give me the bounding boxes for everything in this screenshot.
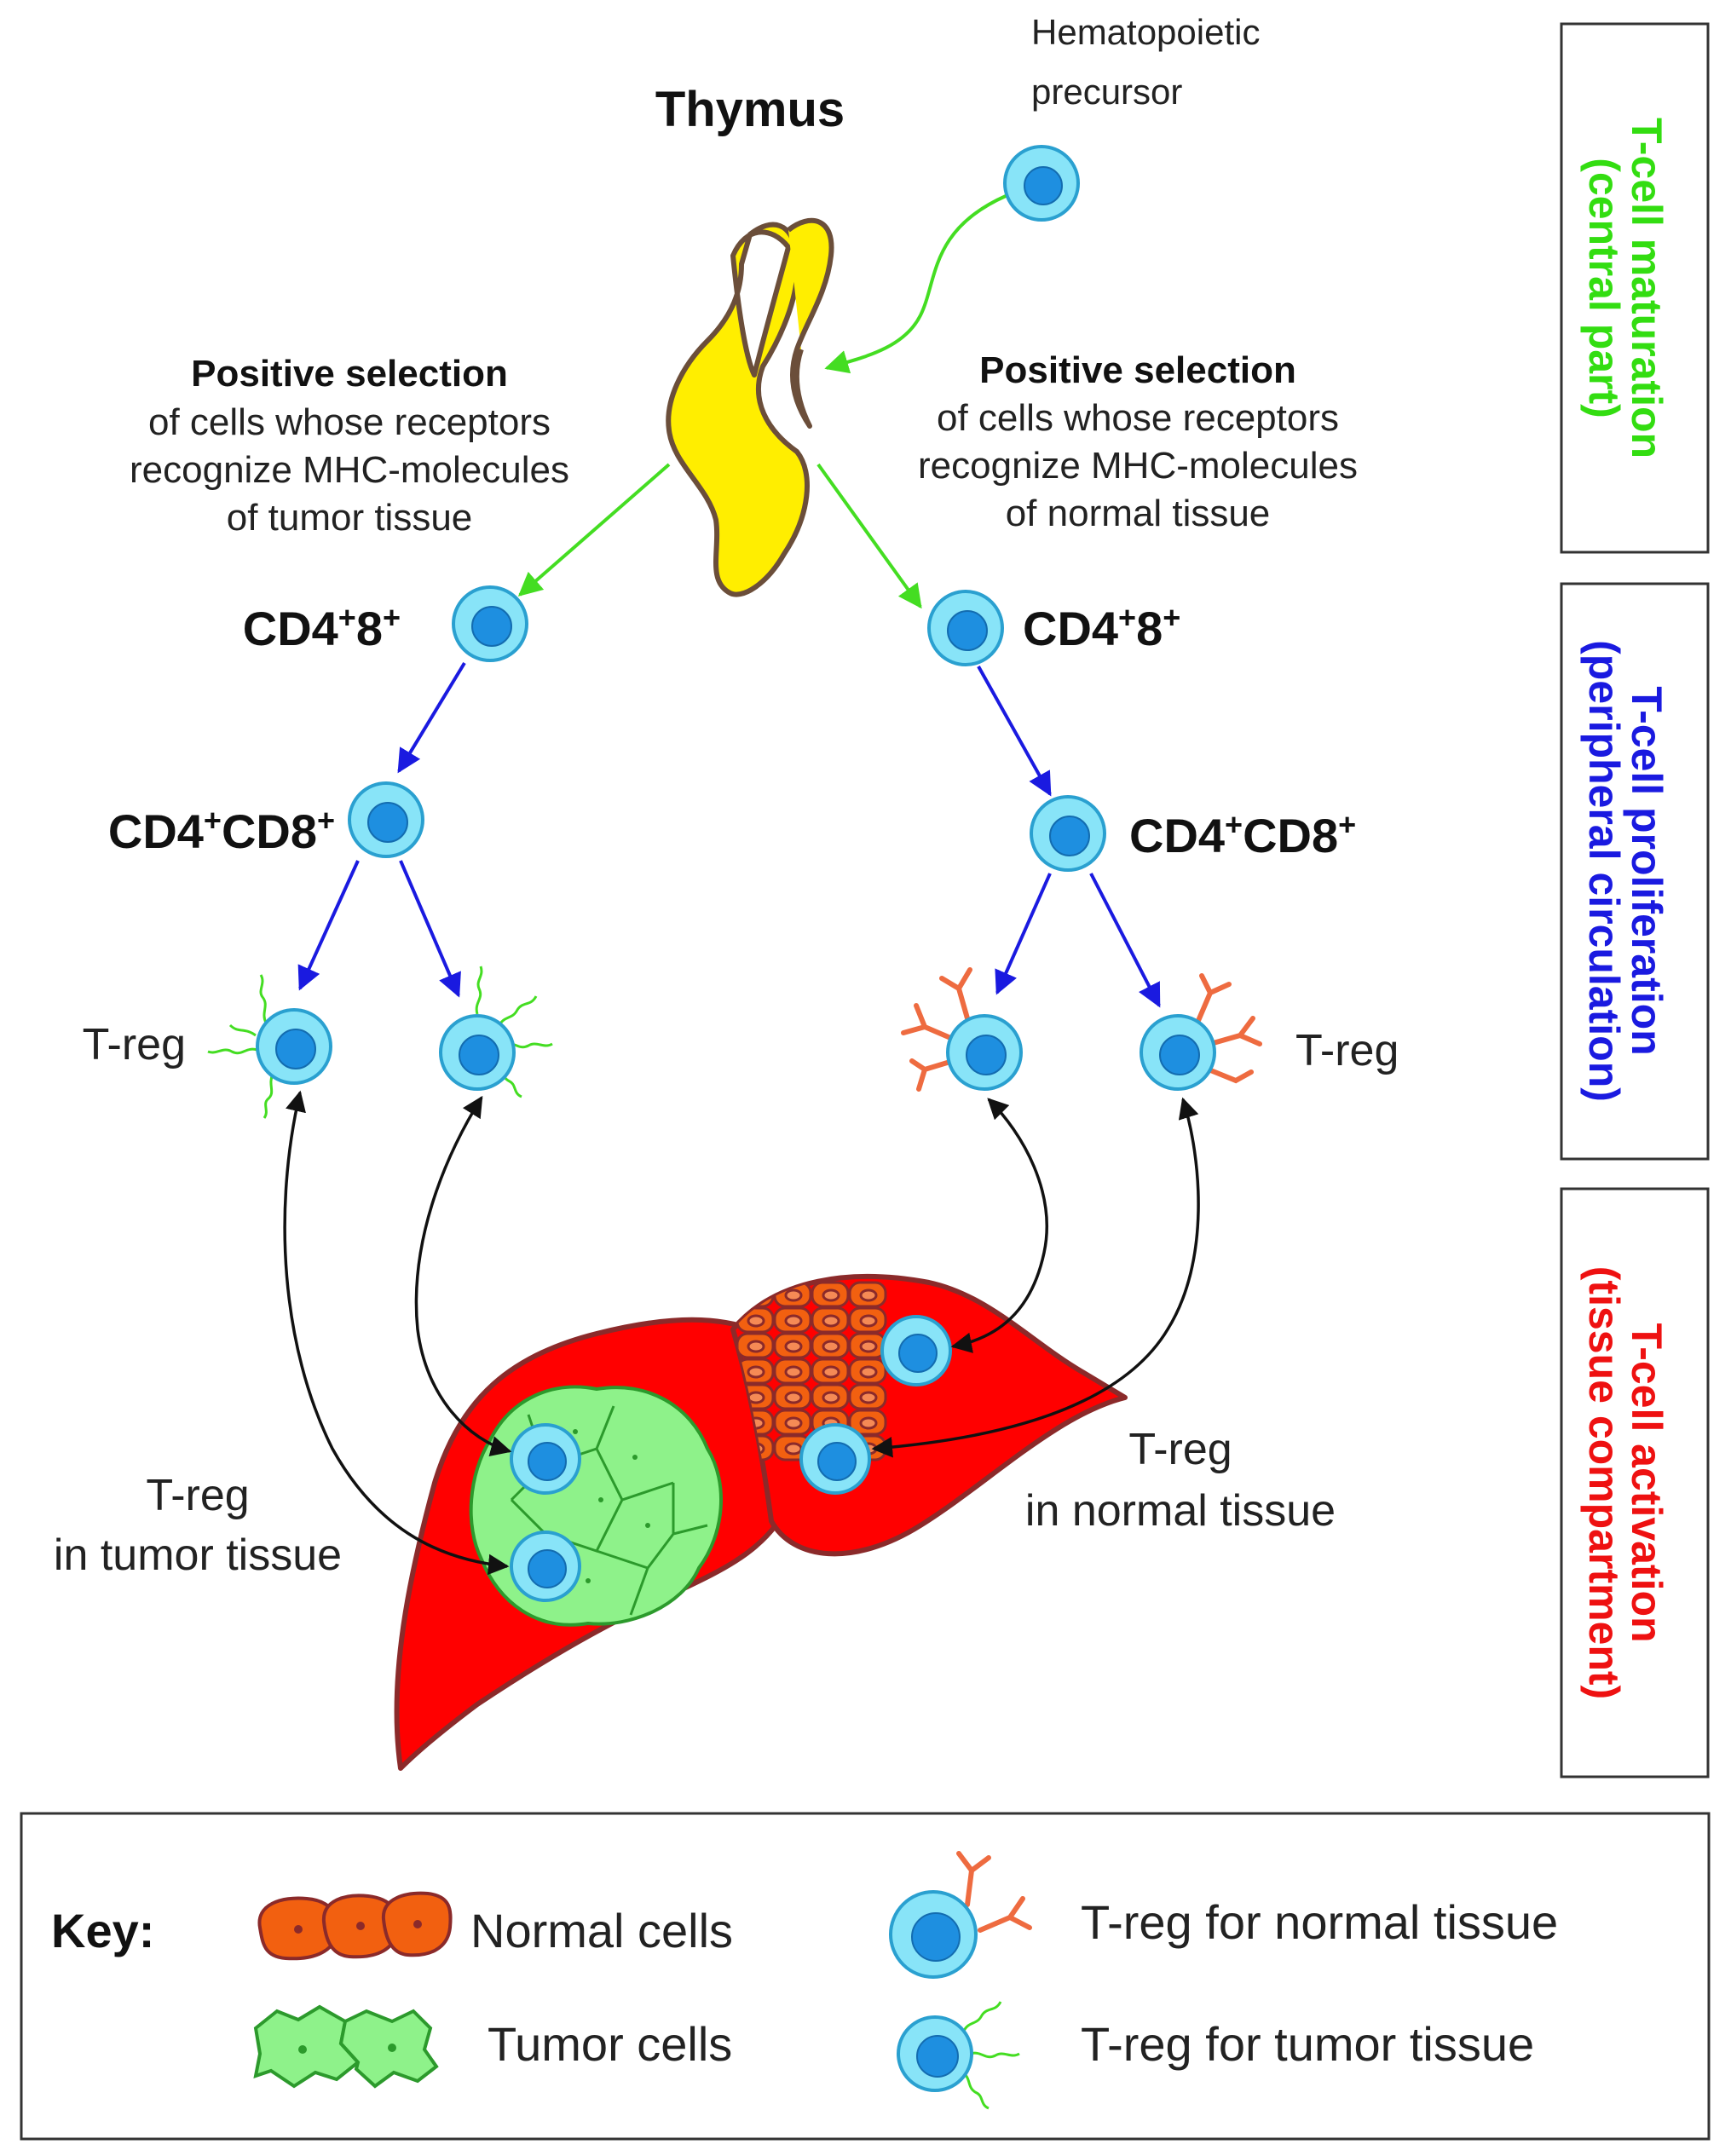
key-treg-tumor-icon xyxy=(897,2001,1020,2110)
normal-cell xyxy=(736,1281,775,1308)
migration-arrow-tumor-1 xyxy=(283,1090,510,1576)
arrow-thymus-to-dp-right xyxy=(816,463,922,609)
normal-cell-nucleus xyxy=(859,1365,878,1379)
right-selection-line3: of normal tissue xyxy=(1006,493,1271,534)
right-selection-line1: of cells whose receptors xyxy=(937,397,1339,439)
treg-tumor-label-line2: in tumor tissue xyxy=(54,1531,342,1580)
left-selection-line3: of tumor tissue xyxy=(227,497,473,539)
sp-cell-left xyxy=(348,781,424,858)
precursor-cell xyxy=(1003,145,1080,222)
arrow-dp-left-to-sp-left xyxy=(397,661,466,774)
arrow-sp-left-to-treg-2 xyxy=(399,860,461,998)
stage-activation-subtitle: (tissue compartment) xyxy=(1580,1266,1628,1699)
stage-proliferation-subtitle: (peripheral circulation) xyxy=(1580,640,1628,1102)
key-treg-normal-icon xyxy=(889,1851,1032,1979)
stage-proliferation-title: T-cell proliferation xyxy=(1623,686,1670,1055)
normal-cell-nucleus xyxy=(784,1288,803,1302)
normal-cell-nucleus xyxy=(822,1288,840,1302)
arrow-dp-right-to-sp-right xyxy=(977,666,1052,797)
precursor-arrow xyxy=(824,194,1007,374)
dp-right-label: CD4+8+ xyxy=(1023,600,1180,656)
thymus-shape xyxy=(666,222,810,597)
key-title: Key: xyxy=(51,1904,154,1957)
arrow-sp-right-to-treg-1 xyxy=(995,873,1052,995)
treg-in-normal-2 xyxy=(799,1423,871,1495)
treg-normal-cell-2 xyxy=(1140,973,1262,1091)
sp-left-label: CD4+CD8+ xyxy=(108,803,335,859)
right-selection-heading: Positive selection xyxy=(979,349,1296,391)
thymus-label: Thymus xyxy=(655,82,845,137)
normal-cell-nucleus xyxy=(747,1365,765,1379)
tumor-cells-cluster xyxy=(469,1385,723,1627)
normal-cell-nucleus xyxy=(859,1314,878,1328)
normal-cell-nucleus xyxy=(747,1340,765,1353)
stage-proliferation-box: T-cell proliferation (peripheral circula… xyxy=(1560,582,1710,1161)
treg-right-label: T-reg xyxy=(1295,1026,1399,1075)
key-tumor-cells-label: Tumor cells xyxy=(488,2017,732,2071)
normal-cell-nucleus xyxy=(784,1314,803,1328)
normal-cell-nucleus xyxy=(747,1288,765,1302)
dp-cell-left xyxy=(452,585,528,662)
normal-cell-nucleus xyxy=(859,1340,878,1353)
key-normal-cells-icon xyxy=(257,1891,453,1961)
stage-maturation-subtitle: (central part) xyxy=(1580,158,1628,418)
left-selection-text: Positive selection of cells whose recept… xyxy=(130,353,569,539)
arrow-thymus-to-dp-left xyxy=(517,463,671,597)
normal-cell-nucleus xyxy=(822,1314,840,1328)
left-selection-line2: recognize MHC-molecules xyxy=(130,449,569,491)
treg-in-tumor-2 xyxy=(510,1531,581,1602)
normal-cell-nucleus xyxy=(784,1340,803,1353)
stage-activation-title: T-cell activation xyxy=(1623,1323,1670,1642)
sp-right-label: CD4+CD8+ xyxy=(1129,807,1356,863)
key-treg-normal-label: T-reg for normal tissue xyxy=(1081,1895,1558,1949)
normal-cell-nucleus xyxy=(822,1365,840,1379)
normal-cell-nucleus xyxy=(822,1340,840,1353)
stage-maturation-title: T-cell maturation xyxy=(1623,118,1670,458)
treg-tumor-cell-2 xyxy=(439,966,553,1098)
treg-tumor-cell-1 xyxy=(207,974,332,1119)
sp-cell-right xyxy=(1030,795,1106,872)
treg-tumor-label-line1: T-reg xyxy=(146,1471,249,1520)
stage-activation-box: T-cell activation (tissue compartment) xyxy=(1560,1187,1710,1778)
thymus-lobe-right xyxy=(787,217,834,429)
normal-cell-nucleus xyxy=(859,1288,878,1302)
normal-cell-nucleus xyxy=(784,1365,803,1379)
dp-left-label: CD4+8+ xyxy=(243,600,401,656)
key-box: Key: Normal cells Tumor cells T-reg for … xyxy=(20,1812,1711,2141)
normal-cell-nucleus xyxy=(822,1391,840,1404)
arrow-sp-right-to-treg-2 xyxy=(1089,873,1161,1008)
treg-in-tumor-1 xyxy=(510,1423,581,1495)
precursor-label-line1: Hematopoietic xyxy=(1031,12,1260,52)
key-tumor-cells-icon xyxy=(253,2004,439,2089)
normal-cell-nucleus xyxy=(784,1391,803,1404)
stage-maturation-box: T-cell maturation (central part) xyxy=(1560,22,1710,554)
treg-normal-label-line1: T-reg xyxy=(1128,1425,1232,1474)
normal-cell-nucleus xyxy=(784,1416,803,1430)
treg-in-normal-1 xyxy=(880,1315,952,1386)
left-selection-line1: of cells whose receptors xyxy=(148,401,551,443)
migration-arrow-normal-2 xyxy=(871,1097,1200,1458)
treg-normal-label-line2: in normal tissue xyxy=(1025,1486,1336,1536)
left-selection-heading: Positive selection xyxy=(191,353,508,395)
precursor-label-line2: precursor xyxy=(1031,72,1182,112)
normal-cell-nucleus xyxy=(747,1314,765,1328)
key-normal-cells-label: Normal cells xyxy=(470,1904,733,1957)
right-selection-text: Positive selection of cells whose recept… xyxy=(918,349,1358,534)
normal-cell-nucleus xyxy=(784,1442,803,1456)
treg-normal-cell-1 xyxy=(901,967,1023,1092)
right-selection-line2: recognize MHC-molecules xyxy=(918,445,1358,487)
normal-cell-nucleus xyxy=(859,1416,878,1430)
dp-cell-right xyxy=(927,590,1004,666)
key-treg-tumor-label: T-reg for tumor tissue xyxy=(1081,2017,1534,2071)
normal-cell-nucleus xyxy=(859,1391,878,1404)
migration-arrow-tumor-2 xyxy=(414,1095,512,1457)
treg-left-label: T-reg xyxy=(83,1020,186,1069)
liver-organ xyxy=(394,1274,1128,1771)
arrow-sp-left-to-treg-1 xyxy=(297,860,360,991)
